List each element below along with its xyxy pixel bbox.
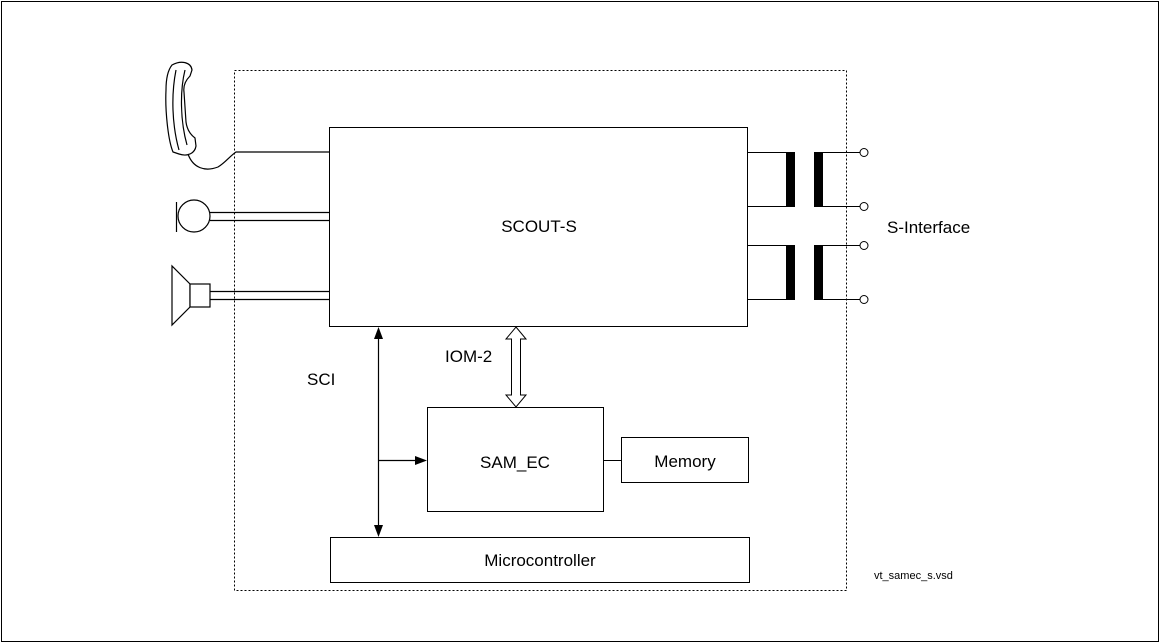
microcontroller-label: Microcontroller bbox=[484, 551, 596, 570]
filename-label: vt_samec_s.vsd bbox=[874, 570, 953, 582]
memory-block: Memory bbox=[621, 437, 749, 483]
scout-s-label: SCOUT-S bbox=[501, 217, 577, 236]
terminal-circle-icon bbox=[859, 202, 869, 211]
terminal-circle-icon bbox=[859, 148, 869, 157]
terminal-circle-icon bbox=[859, 295, 869, 304]
s-interface-label: S-Interface bbox=[887, 218, 970, 237]
microcontroller-block: Microcontroller bbox=[330, 537, 750, 583]
loudspeaker-icon bbox=[171, 264, 330, 327]
iom2-label: IOM-2 bbox=[445, 347, 492, 366]
telephone-handset-icon bbox=[165, 61, 330, 170]
sci-label: SCI bbox=[307, 370, 335, 389]
terminal-circle-icon bbox=[859, 241, 869, 250]
memory-label: Memory bbox=[654, 452, 716, 471]
sci-bus-arrow bbox=[374, 327, 427, 537]
transformer-icon bbox=[748, 152, 860, 207]
scout-s-block: SCOUT-S bbox=[329, 127, 748, 327]
microphone-icon bbox=[175, 199, 330, 233]
transformer-icon bbox=[748, 245, 860, 300]
iom2-bus-arrow bbox=[504, 326, 528, 408]
samec-block: SAM_EC bbox=[427, 407, 604, 512]
system-boundary bbox=[234, 70, 847, 591]
samec-label: SAM_EC bbox=[480, 453, 550, 472]
